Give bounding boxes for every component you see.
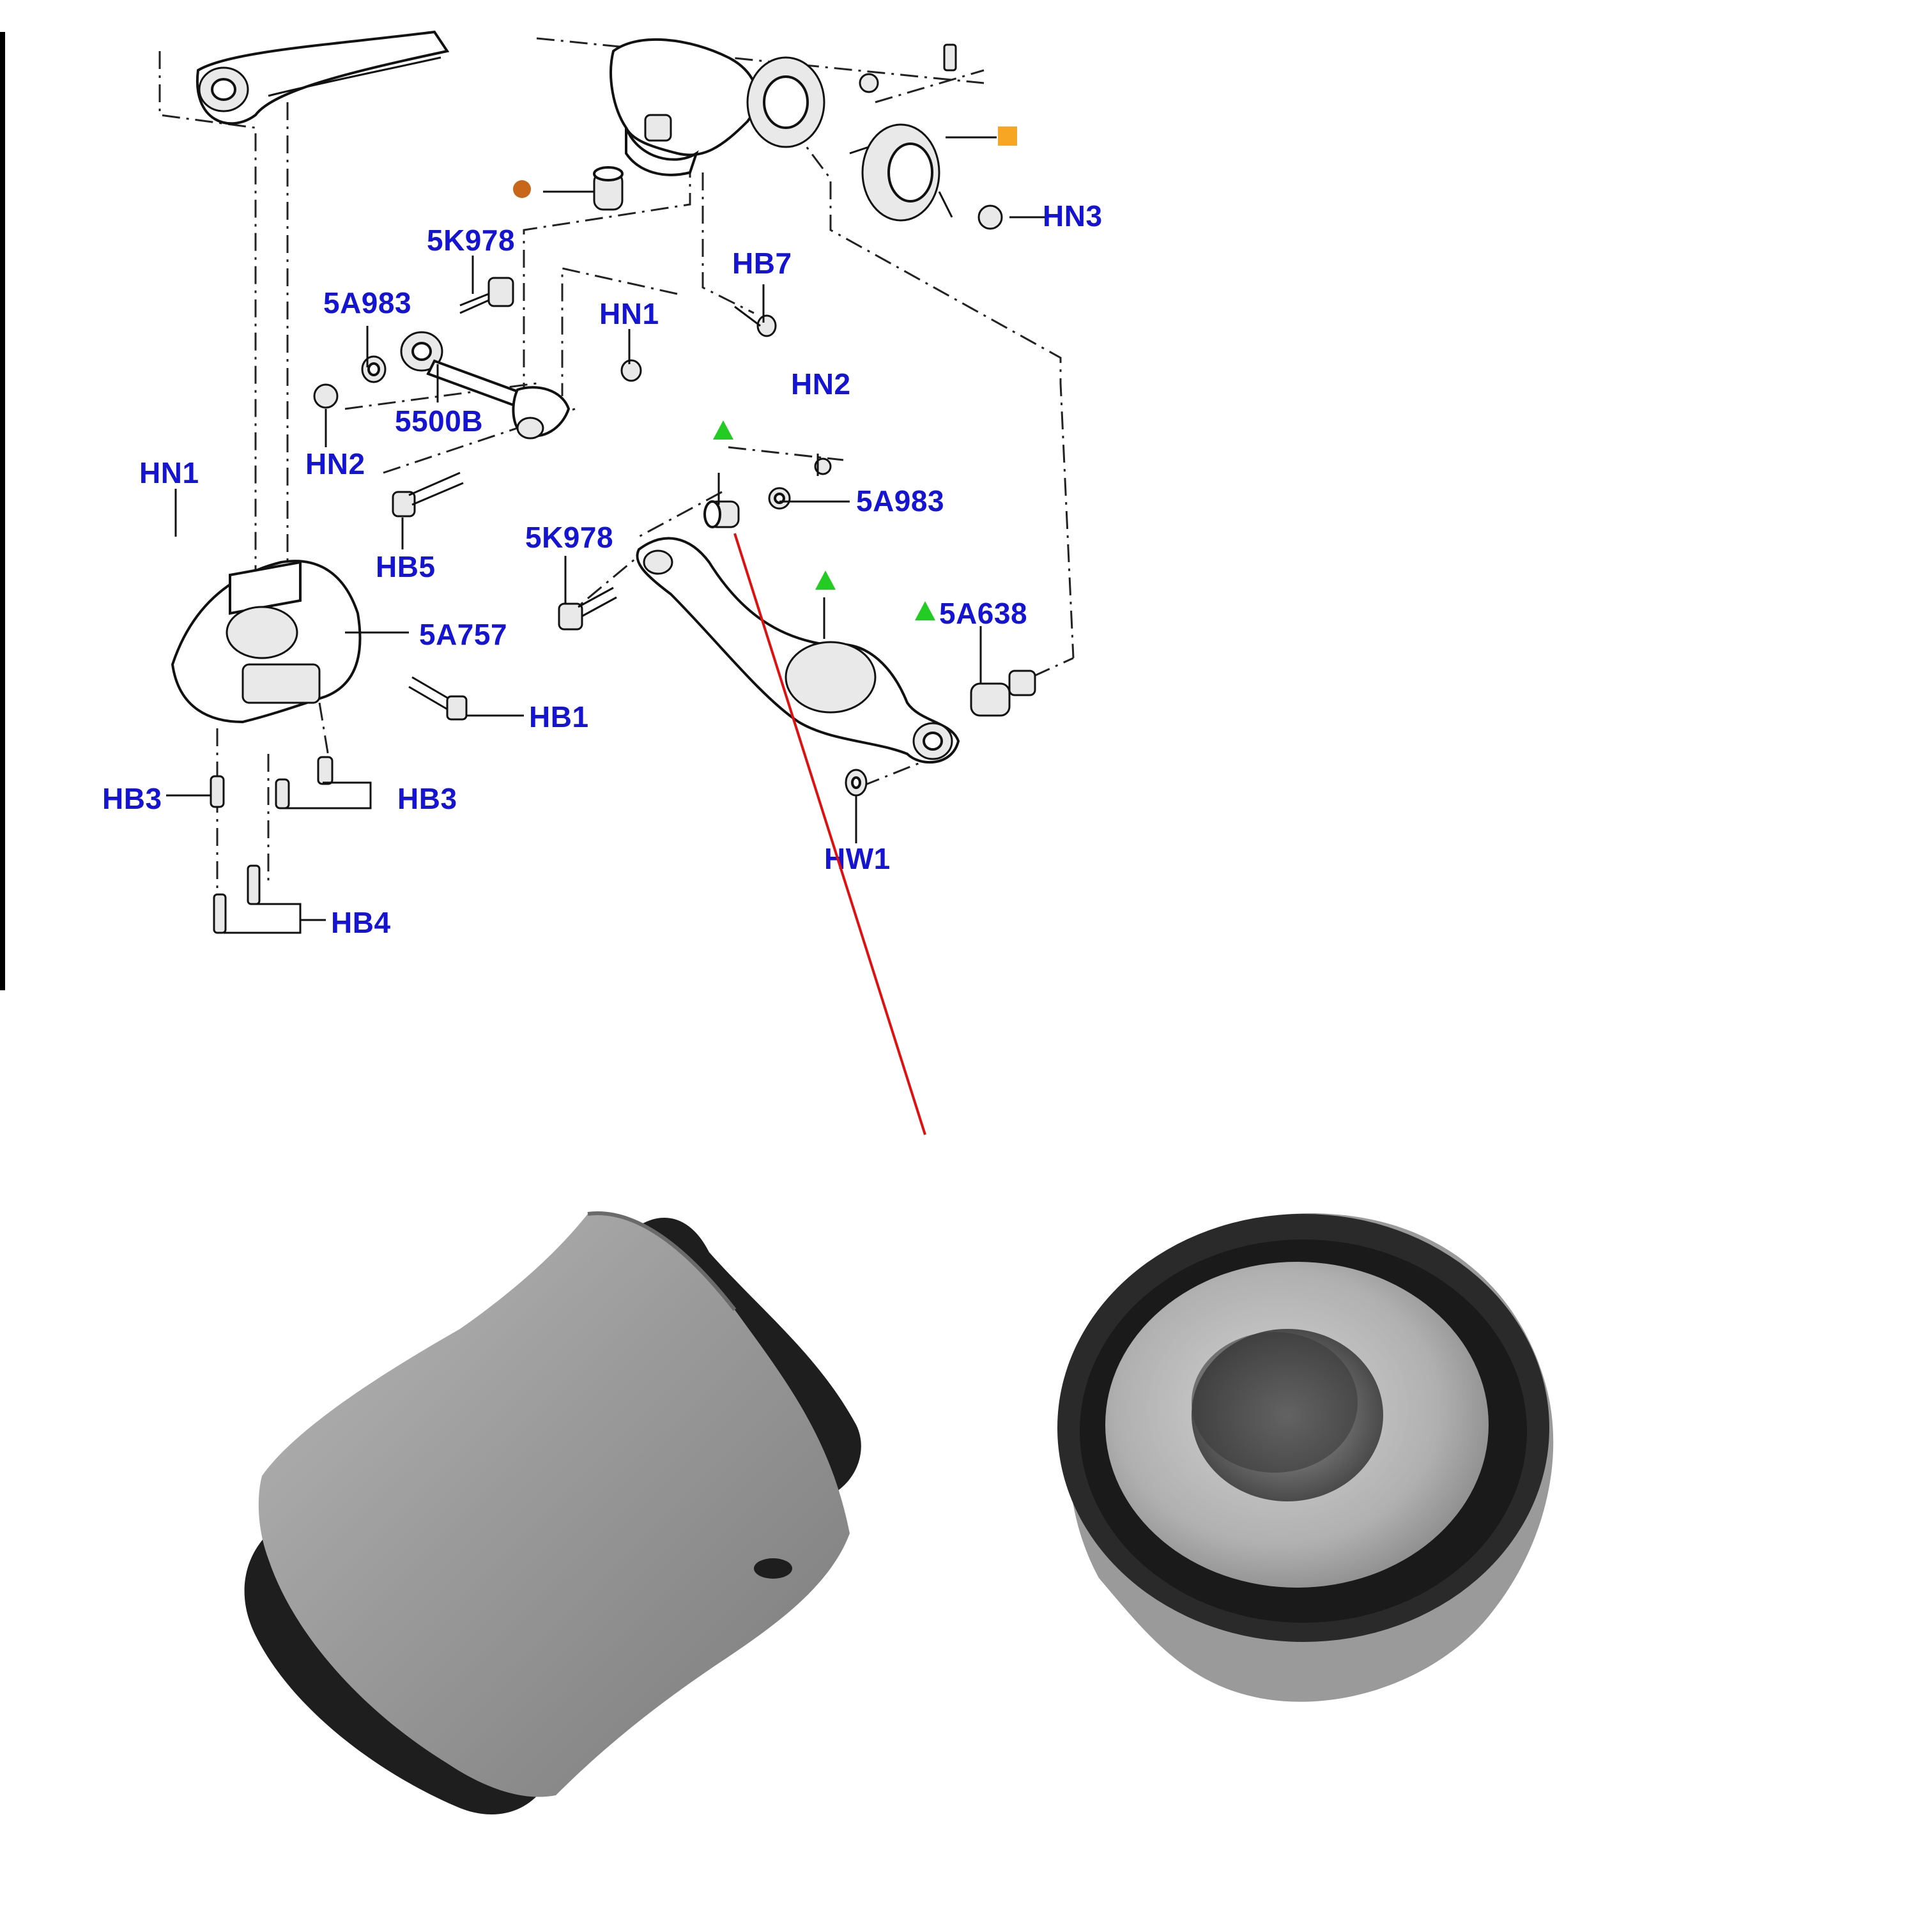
- bushing-5a638: [970, 670, 1036, 717]
- upper-bushing-drawing: [543, 166, 624, 211]
- bolt-hb5: [392, 471, 464, 518]
- label-hb4: HB4: [331, 906, 391, 939]
- bore-shadow: [1192, 1332, 1358, 1473]
- part-labels: 5K978 5A983 HN1 HB7 HN3 5500B HN2 HN1 HB…: [102, 199, 1103, 939]
- label-hb1: HB1: [529, 700, 589, 733]
- wheel-hub-drawing: [849, 123, 953, 222]
- label-hb7: HB7: [732, 247, 792, 280]
- left-border-bar: [0, 32, 5, 990]
- toe-link-drawing: [400, 331, 571, 440]
- callout-line: [733, 533, 926, 1135]
- metal-sleeve: [258, 1213, 850, 1797]
- leader-lines: [166, 136, 1048, 934]
- label-5a983-right: 5A983: [856, 484, 944, 518]
- lower-control-arm-drawing: [636, 537, 960, 763]
- green-triangle-marker-3: [915, 601, 935, 620]
- orange-square-marker: [998, 126, 1017, 146]
- label-hn1-top: HN1: [599, 297, 659, 330]
- label-hb5: HB5: [376, 550, 436, 583]
- upper-arm-drawing: [195, 30, 450, 125]
- bolt-hb1: [408, 676, 468, 721]
- green-triangle-marker-1: [713, 420, 733, 440]
- label-hn2-left: HN2: [305, 447, 365, 480]
- orange-dot-marker: [513, 180, 531, 198]
- label-5a757: 5A757: [419, 618, 507, 651]
- sleeve-mark: [754, 1558, 792, 1579]
- label-5k978-lower: 5K978: [525, 521, 613, 554]
- knuckle-drawing: [610, 38, 825, 176]
- bushing-end-photo: [1057, 1213, 1554, 1702]
- bolt-5k978-lower: [558, 586, 617, 631]
- label-hb3-left: HB3: [102, 782, 162, 815]
- label-5k978-top: 5K978: [427, 224, 515, 257]
- green-triangle-marker-2: [815, 571, 836, 590]
- sleeve-edge: [587, 1211, 737, 1311]
- label-5500b: 5500B: [395, 404, 483, 438]
- small-fasteners: [313, 43, 1003, 510]
- label-hn1-left: HN1: [139, 456, 199, 489]
- bolt-5k978-top: [459, 277, 514, 314]
- bushing-side-photo: [244, 1211, 861, 1814]
- label-hn2-right: HN2: [791, 367, 851, 401]
- label-5a638: 5A638: [939, 597, 1027, 630]
- subframe-mount-drawing: [171, 560, 362, 724]
- lower-arm-inner-bushing: [703, 500, 740, 528]
- label-hb3-right: HB3: [397, 782, 457, 815]
- bolts-hb3-hb4: [210, 756, 334, 934]
- label-hn3: HN3: [1043, 199, 1103, 233]
- label-5a983-top: 5A983: [323, 286, 411, 319]
- washer-hw1: [845, 769, 868, 797]
